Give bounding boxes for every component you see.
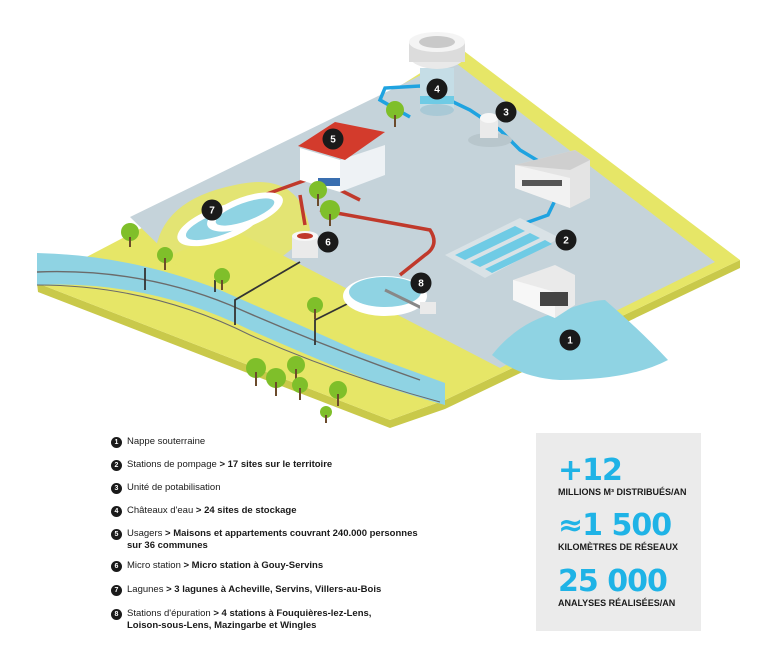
- marker-number: 7: [209, 206, 215, 217]
- water-cycle-illustration: 1 2 3 4 5 6 7 8: [36, 32, 740, 428]
- stat-label: MILLIONS M³ DISTRIBUÉS/AN: [558, 487, 687, 497]
- marker-5-users-house: 5: [322, 128, 344, 150]
- stat-analyses: 25 000 ANALYSES RÉALISÉES/AN: [558, 566, 675, 609]
- legend-detail: > Micro station à Gouy-Servins: [183, 560, 324, 571]
- legend-label: Châteaux d'eau: [127, 505, 194, 516]
- treatment-unit: [468, 113, 512, 147]
- legend-text: Stations de pompage > 17 sites sur le te…: [127, 459, 332, 471]
- marker-number: 4: [434, 85, 440, 96]
- trees: [121, 101, 404, 423]
- ground-side: [37, 260, 740, 428]
- legend-label: Micro station: [127, 560, 181, 571]
- marker-number: 5: [330, 135, 336, 146]
- stats-panel: +12 MILLIONS M³ DISTRIBUÉS/AN ≈1 500 KIL…: [536, 433, 701, 631]
- legend-item: 5 Usagers > Maisons et appartements couvr…: [111, 528, 418, 552]
- legend-text: Châteaux d'eau > 24 sites de stockage: [127, 505, 297, 517]
- marker-circle: [495, 101, 517, 123]
- river-bank-line-2: [36, 284, 441, 403]
- marker-2-pumping-station: 2: [555, 229, 577, 251]
- legend-number-badge: 7: [111, 585, 122, 596]
- legend-label: Lagunes: [127, 584, 167, 595]
- legend-detail-line2: Loison-sous-Lens, Mazingarbe et Wingles: [127, 620, 317, 631]
- legend-number-badge: 1: [111, 437, 122, 448]
- pumping-basins: [445, 218, 560, 278]
- red-pipe: [249, 173, 436, 277]
- legend-label: Nappe souterraine: [127, 436, 206, 447]
- lagoons: [177, 192, 283, 247]
- stat-volume: +12 MILLIONS M³ DISTRIBUÉS/AN: [558, 455, 687, 498]
- marker-circle: [410, 272, 432, 294]
- legend-item: 7 Lagunes > 3 lagunes à Acheville, Servin…: [111, 584, 381, 596]
- marker-8-wastewater-plant: 8: [410, 272, 432, 294]
- stat-value: ≈1 500: [558, 508, 672, 543]
- legend-detail: > 4 stations à Fouquières-lez-Lens,: [213, 608, 372, 619]
- legend-label: Usagers: [127, 528, 163, 539]
- marker-7-lagoons: 7: [201, 199, 223, 221]
- legend-text: Nappe souterraine: [127, 436, 205, 448]
- stat-label: KILOMÈTRES DE RÉSEAUX: [558, 542, 679, 552]
- marker-number: 6: [325, 238, 331, 249]
- stat-value: +12: [558, 453, 623, 488]
- legend-label: Stations de pompage: [127, 459, 217, 470]
- river-bank-line: [36, 270, 421, 381]
- legend-label: Stations d'épuration: [127, 608, 211, 619]
- marker-circle: [426, 78, 448, 100]
- legend-detail: > 17 sites sur le territoire: [219, 459, 333, 470]
- legend-number-badge: 2: [111, 460, 122, 471]
- legend-text: Micro station > Micro station à Gouy-Ser…: [127, 560, 323, 572]
- legend-item: 8 Stations d'épuration > 4 stations à Fou…: [111, 608, 371, 632]
- marker-3-treatment-unit: 3: [495, 101, 517, 123]
- river: [37, 253, 445, 405]
- marker-1-groundwater: 1: [559, 329, 581, 351]
- markers: 1 2 3 4 5 6 7 8: [201, 78, 581, 351]
- legend-text: Usagers > Maisons et appartements couvra…: [127, 528, 418, 552]
- marker-6-micro-station: 6: [317, 231, 339, 253]
- marker-circle: [201, 199, 223, 221]
- legend-detail: > 3 lagunes à Acheville, Servins, Viller…: [166, 584, 382, 595]
- legend-number-badge: 8: [111, 609, 122, 620]
- marker-4-water-tower: 4: [426, 78, 448, 100]
- discharge-pipes: [144, 261, 356, 345]
- legend-item: 6 Micro station > Micro station à Gouy-Se…: [111, 560, 323, 572]
- legend-text: Lagunes > 3 lagunes à Acheville, Servins…: [127, 584, 381, 596]
- legend-text: Stations d'épuration > 4 stations à Fouq…: [127, 608, 371, 632]
- legend-item: 1 Nappe souterraine: [111, 436, 205, 448]
- legend-detail: > Maisons et appartements couvrant 240.0…: [165, 528, 418, 539]
- wastewater-plant: [343, 276, 436, 316]
- marker-circle: [555, 229, 577, 251]
- stat-label: ANALYSES RÉALISÉES/AN: [558, 598, 676, 608]
- legend-detail: > 24 sites de stockage: [195, 505, 297, 516]
- factory-building: [515, 150, 590, 208]
- legend-text: Unité de potabilisation: [127, 482, 220, 494]
- legend-item: 2 Stations de pompage > 17 sites sur le t…: [111, 459, 332, 471]
- marker-number: 1: [567, 336, 573, 347]
- marker-number: 3: [503, 108, 509, 119]
- marker-number: 8: [418, 279, 424, 290]
- legend-number-badge: 3: [111, 483, 122, 494]
- marker-circle: [317, 231, 339, 253]
- pumping-building: [513, 265, 575, 318]
- legend-number-badge: 4: [111, 506, 122, 517]
- legend-detail-line2: sur 36 communes: [127, 540, 208, 551]
- legend-label: Unité de potabilisation: [127, 482, 221, 493]
- marker-circle: [559, 329, 581, 351]
- marker-number: 2: [563, 236, 569, 247]
- legend-item: 4 Châteaux d'eau > 24 sites de stockage: [111, 505, 297, 517]
- legend-number-badge: 6: [111, 561, 122, 572]
- micro-station: [292, 231, 318, 258]
- stat-network: ≈1 500 KILOMÈTRES DE RÉSEAUX: [558, 510, 678, 553]
- marker-circle: [322, 128, 344, 150]
- legend-item: 3 Unité de potabilisation: [111, 482, 220, 494]
- legend-number-badge: 5: [111, 529, 122, 540]
- stat-value: 25 000: [558, 564, 668, 599]
